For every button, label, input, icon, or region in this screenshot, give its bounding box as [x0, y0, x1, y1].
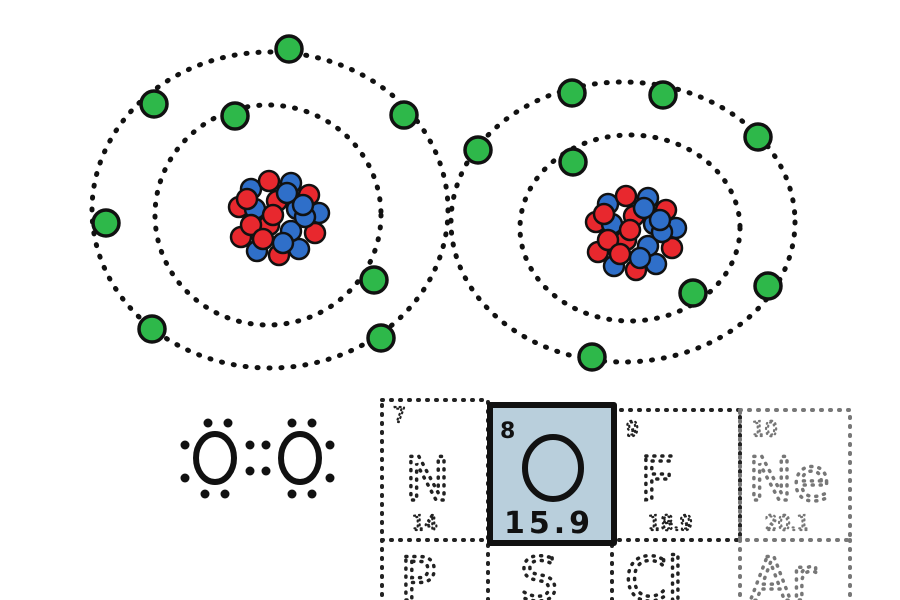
neighbor-number-ne: 10: [752, 417, 777, 441]
outer-shell-right: [448, 79, 798, 365]
proton: [261, 203, 285, 227]
lewis-right-o: [278, 431, 322, 485]
electron: [753, 271, 783, 301]
electron: [557, 78, 587, 108]
neighbor-number-f: 9: [626, 417, 639, 441]
electron: [91, 208, 121, 238]
outer-shell-left: [89, 49, 451, 371]
proton: [596, 228, 620, 252]
lower-symbol-ar: Ar: [750, 545, 816, 600]
oxygen-cell: 8 15.9: [487, 402, 617, 546]
neighbor-number-n: 7: [393, 403, 406, 427]
electron: [139, 89, 169, 119]
proton: [251, 227, 275, 251]
neighbor-symbol-n: N: [405, 445, 450, 515]
electron: [678, 278, 708, 308]
lone-pair-dots: [180, 418, 335, 499]
electron: [220, 101, 250, 131]
neutron: [271, 231, 295, 255]
neighbor-symbol-f: F: [640, 445, 675, 515]
proton: [618, 218, 642, 242]
electron: [274, 34, 304, 64]
electron: [463, 135, 493, 165]
neutron: [648, 208, 672, 232]
inner-shell-left: [152, 102, 384, 328]
lewis-structure: [180, 418, 335, 499]
neighbor-symbol-ne: Ne: [748, 445, 830, 515]
lower-symbol-p: P: [400, 545, 436, 600]
neutron: [628, 246, 652, 270]
proton: [257, 169, 281, 193]
inner-shell-right: [517, 132, 743, 324]
oxygen-cell-box: [487, 402, 617, 546]
proton: [235, 187, 259, 211]
neutron: [275, 181, 299, 205]
neighbor-mass-f: 18.9: [648, 511, 693, 535]
lower-symbol-s: S: [520, 545, 558, 600]
electron: [389, 100, 419, 130]
electrons-left: [91, 34, 419, 353]
shared-pair-dots: [245, 440, 271, 476]
proton: [614, 184, 638, 208]
nucleus-left: [227, 169, 331, 267]
neutron: [291, 193, 315, 217]
oxygen-atom-right: [448, 78, 798, 372]
lewis-left-o: [193, 431, 237, 485]
electron: [558, 147, 588, 177]
oxygen-symbol: [522, 434, 584, 502]
electron: [359, 265, 389, 295]
neutron: [632, 196, 656, 220]
electrons-right: [463, 78, 783, 372]
electron: [577, 342, 607, 372]
lower-symbol-cl: Cl: [625, 545, 684, 600]
periodic-table-fragment: N F Ne P S Cl Ar 7 14 9 18.9 10 20.1 8 1…: [380, 398, 852, 600]
electron: [743, 122, 773, 152]
oxygen-atomic-number: 8: [500, 419, 515, 444]
neighbor-mass-n: 14: [412, 511, 437, 535]
proton: [660, 236, 684, 260]
proton: [239, 213, 263, 237]
neighbor-mass-ne: 20.1: [765, 511, 810, 535]
oxygen-atom-left: [89, 34, 451, 371]
nucleus-right: [584, 184, 688, 282]
electron: [366, 323, 396, 353]
oxygen-mass: 15.9: [504, 506, 594, 541]
proton: [608, 242, 632, 266]
electron: [137, 314, 167, 344]
proton: [592, 202, 616, 226]
proton: [303, 221, 327, 245]
electron: [648, 80, 678, 110]
